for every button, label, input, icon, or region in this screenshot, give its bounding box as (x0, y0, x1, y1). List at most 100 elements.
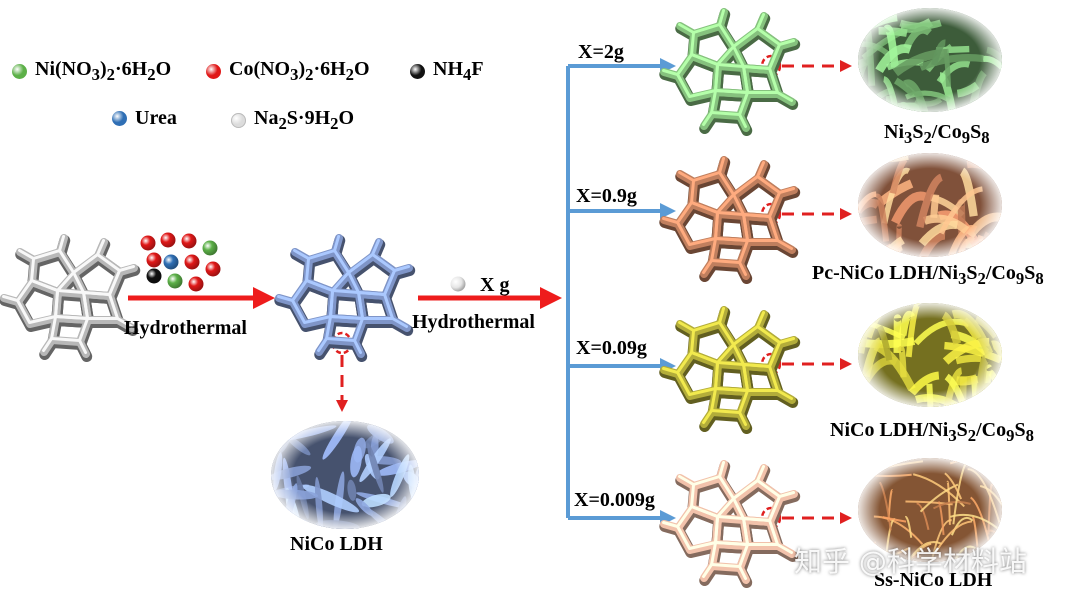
strut-loop (30, 249, 76, 292)
reagent-ball-icon (167, 273, 183, 289)
legend-label: Na2S·9H2O (254, 107, 355, 133)
strut-loop (676, 201, 720, 246)
strut-spur (2, 295, 20, 302)
legend-label: Urea (135, 107, 177, 129)
sem-fiber (993, 83, 1002, 100)
product-3-sem-image (858, 303, 1002, 407)
nico-ldh-label: NiCo LDH (290, 533, 383, 555)
strut-loop (676, 53, 720, 98)
strut-spur (371, 239, 381, 256)
strut-spur (662, 367, 680, 374)
red-arrow-head (253, 287, 275, 309)
strut-loop (305, 249, 351, 292)
strut-spur (18, 249, 36, 260)
strut-spur (678, 475, 696, 486)
strut-loop (72, 253, 122, 296)
reagent-ball-icon (205, 261, 221, 277)
blue-arrow-head (660, 203, 676, 219)
legend-ammonium-fluoride: NH4F (410, 59, 484, 84)
strut-spur (702, 111, 714, 126)
strut-spur (718, 9, 726, 26)
dashed-arrow-head (840, 208, 852, 220)
strut-spur (778, 39, 796, 46)
legend-urea: Urea (112, 108, 177, 128)
legend-label: NH4F (433, 58, 484, 84)
branch-1-x-label: X=2g (578, 41, 624, 63)
product-4-framework (659, 460, 801, 588)
strut-spur (58, 235, 66, 252)
strut-loop (732, 27, 782, 70)
strut-spur (778, 491, 796, 498)
red-ball-icon (206, 63, 221, 79)
sem-fiber (984, 100, 1002, 112)
strut-spur (756, 311, 766, 328)
strut-spur (738, 565, 748, 580)
strut-spur (778, 337, 796, 344)
frameworks-layer (0, 8, 801, 588)
blue-ball-icon (112, 110, 127, 126)
strut-spur (333, 235, 341, 252)
strut-spur (756, 465, 766, 482)
sem-fiber (976, 153, 1002, 167)
arrow-hydrothermal-1 (128, 287, 275, 309)
strut-loop (676, 505, 720, 550)
product-1-sem-image (858, 8, 1002, 112)
strut-spur (353, 339, 363, 354)
strut-spur (776, 186, 798, 198)
sem-vignette (858, 458, 1002, 562)
strut-spur (662, 521, 680, 528)
reagent-ball-icon (163, 254, 179, 270)
strut-loop (690, 23, 736, 66)
strut-spur (718, 307, 726, 324)
sem-fiber (992, 159, 1002, 185)
strut-spur (391, 317, 409, 328)
black-ball-icon (410, 63, 425, 79)
strut-spur (776, 543, 794, 554)
zoom-arrow-product-2 (782, 208, 852, 220)
strut-loop (16, 279, 60, 324)
green-ball-icon (12, 63, 27, 79)
reagent-ball-icon (181, 233, 197, 249)
strut-spur (116, 317, 134, 328)
product-2-label: Pc-NiCo LDH/Ni3S2/Co9S8 (812, 262, 1044, 288)
sem-vignette (271, 421, 419, 529)
sem-fiber (858, 8, 862, 18)
zoom-arrow-product-3 (782, 358, 852, 370)
strut-spur (738, 113, 748, 128)
strut-spur (391, 264, 413, 276)
product-2-framework (659, 156, 801, 284)
zoom-arrow-product-1 (782, 60, 852, 72)
strut-spur (776, 389, 794, 400)
strut-spur (662, 69, 680, 76)
strut-loop (347, 253, 397, 296)
nickel-foam-framework (0, 234, 141, 362)
zoom-ring-product-3 (760, 352, 782, 376)
zoom-ring-product-1 (760, 54, 782, 78)
strut-spur (116, 264, 138, 276)
strut-spur (317, 337, 329, 352)
strut-spur (702, 409, 714, 424)
reagent-ball-icon (160, 232, 176, 248)
zoom-arrow-product-4 (782, 512, 852, 524)
strut-spur (42, 337, 54, 352)
strut-spur (718, 157, 726, 174)
sem-fiber (858, 460, 866, 466)
nico-ldh-framework (274, 234, 416, 362)
reagent-ball-icon (146, 268, 162, 284)
strut-loop (690, 475, 736, 518)
strut-loop (291, 279, 335, 324)
reagent-ball-icon (188, 276, 204, 292)
product-3-label: NiCo LDH/Ni3S2/Co9S8 (830, 419, 1034, 445)
legend-co-nitrate: Co(NO3)2·6H2O (206, 59, 370, 84)
legend-sodium-sulfide: Na2S·9H2O (231, 108, 354, 133)
watermark-text: 知乎 @科学材料站 (794, 545, 1027, 578)
strut-spur (678, 171, 696, 182)
arrows-layer (128, 54, 852, 530)
strut-spur (738, 411, 748, 426)
reagent-ball-icon (184, 254, 200, 270)
product-3-framework (659, 306, 801, 434)
dashed-arrow-head (840, 358, 852, 370)
hydrothermal-step-1-label: Hydrothermal (124, 317, 247, 339)
